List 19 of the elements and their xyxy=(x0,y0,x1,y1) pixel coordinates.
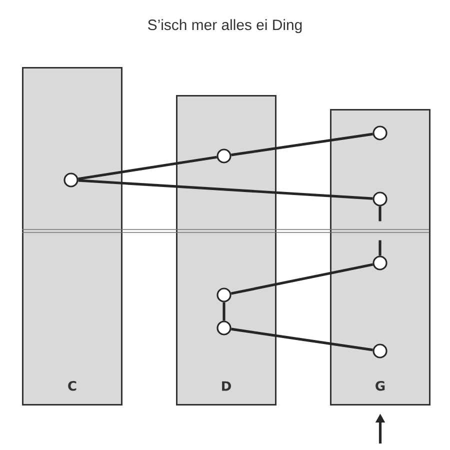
joint-circle xyxy=(372,192,388,206)
connector-line xyxy=(222,302,226,321)
bar: D xyxy=(176,95,276,406)
connector-line xyxy=(378,206,382,256)
title: S’isch mer alles ei Ding xyxy=(148,19,302,34)
joint-circle xyxy=(216,320,232,336)
connector-line xyxy=(231,132,373,156)
connector-line xyxy=(231,328,373,352)
joint-circle xyxy=(372,344,388,358)
connector-line xyxy=(230,263,374,295)
connector-line xyxy=(78,156,217,180)
connector-line xyxy=(78,179,373,200)
bar: C xyxy=(22,67,122,406)
bar: G xyxy=(330,109,430,406)
joint-circle xyxy=(372,256,388,270)
joint-circle xyxy=(216,288,232,302)
joint-circle xyxy=(372,126,388,140)
joint-circle xyxy=(64,172,78,188)
joint-circle xyxy=(216,148,232,164)
